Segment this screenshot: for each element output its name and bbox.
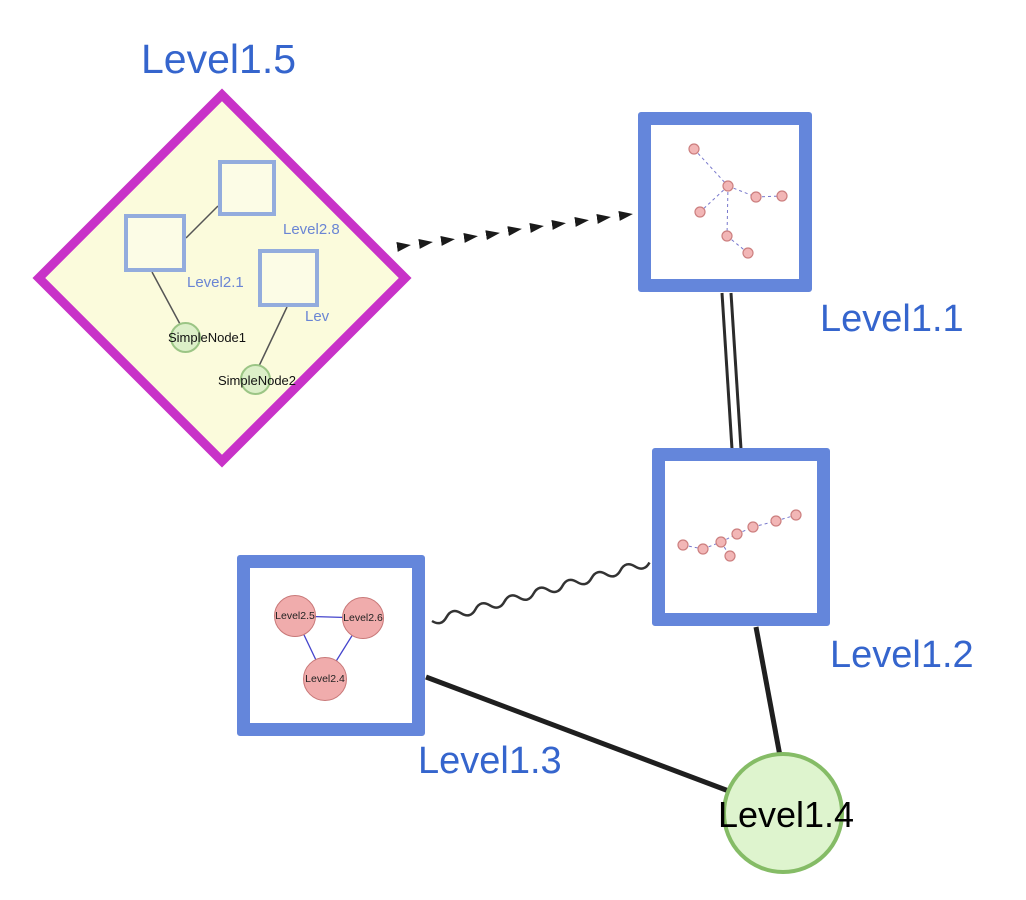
inner-edge-sq-right-simplenode2[interactable] xyxy=(258,306,288,367)
label-level2-1: Level2.1 xyxy=(187,274,244,291)
mini-node[interactable] xyxy=(688,143,700,155)
level1-1-inner-graph xyxy=(688,143,788,259)
group-node-level2-right[interactable] xyxy=(258,249,319,307)
group-node-level1-1[interactable] xyxy=(638,112,812,292)
node-simplenode1[interactable] xyxy=(170,322,201,353)
mini-edge[interactable] xyxy=(693,148,729,187)
mini-edge[interactable] xyxy=(699,185,729,213)
node-level2-4[interactable]: Level2.4 xyxy=(303,657,347,701)
mini-node[interactable] xyxy=(694,206,706,218)
label-level1-5: Level1.5 xyxy=(141,36,297,82)
mini-node[interactable] xyxy=(724,550,736,562)
node-level1-4[interactable] xyxy=(722,752,844,874)
mini-node[interactable] xyxy=(715,536,727,548)
label-level1-3: Level1.3 xyxy=(418,740,562,782)
edge-level12-level14[interactable] xyxy=(753,626,783,757)
label-level1-2: Level1.2 xyxy=(830,634,974,676)
group-node-level2-8[interactable] xyxy=(218,160,276,216)
mini-node[interactable] xyxy=(750,191,762,203)
label-level1-1: Level1.1 xyxy=(820,298,964,340)
label-level2-8: Level2.8 xyxy=(283,221,340,238)
mini-node[interactable] xyxy=(731,528,743,540)
label-level2-5: Level2.5 xyxy=(275,610,315,622)
label-level2-4: Level2.4 xyxy=(305,673,345,685)
node-level2-5[interactable]: Level2.5 xyxy=(274,595,316,637)
label-level2-right: Lev xyxy=(305,308,330,325)
edge-level13-level14[interactable] xyxy=(425,674,743,799)
mini-node[interactable] xyxy=(722,180,734,192)
mini-node[interactable] xyxy=(770,515,782,527)
mini-node[interactable] xyxy=(747,521,759,533)
mini-node[interactable] xyxy=(677,539,689,551)
inner-edge-sq-left-simplenode1[interactable] xyxy=(151,271,181,325)
label-level2-6: Level2.6 xyxy=(343,612,383,624)
group-node-level2-1[interactable] xyxy=(124,214,186,272)
mini-node[interactable] xyxy=(776,190,788,202)
inner-edge-sq-left-sq-top[interactable] xyxy=(185,205,219,239)
mini-node[interactable] xyxy=(697,543,709,555)
edge-level11-level12-line1[interactable] xyxy=(720,292,734,450)
node-simplenode2[interactable] xyxy=(240,364,271,395)
mini-node[interactable] xyxy=(742,247,754,259)
node-level2-6[interactable]: Level2.6 xyxy=(342,597,384,639)
label-level1-4: Level1.4 xyxy=(717,794,855,835)
mini-node[interactable] xyxy=(790,509,802,521)
label-simplenode2: SimpleNode2 xyxy=(217,373,297,388)
edge-level11-level12-line2[interactable] xyxy=(729,292,743,450)
label-simplenode1: SimpleNode1 xyxy=(167,330,247,345)
mini-edge[interactable] xyxy=(726,185,729,237)
mini-node[interactable] xyxy=(721,230,733,242)
mini-edge[interactable] xyxy=(726,235,749,254)
group-node-level1-2[interactable] xyxy=(652,448,830,626)
group-node-level1-3[interactable]: Level2.5 Level2.6 Level2.4 xyxy=(237,555,425,736)
edge-level13-level12[interactable] xyxy=(431,561,651,625)
level1-2-inner-graph xyxy=(677,509,802,562)
mini-edge[interactable] xyxy=(755,195,783,198)
